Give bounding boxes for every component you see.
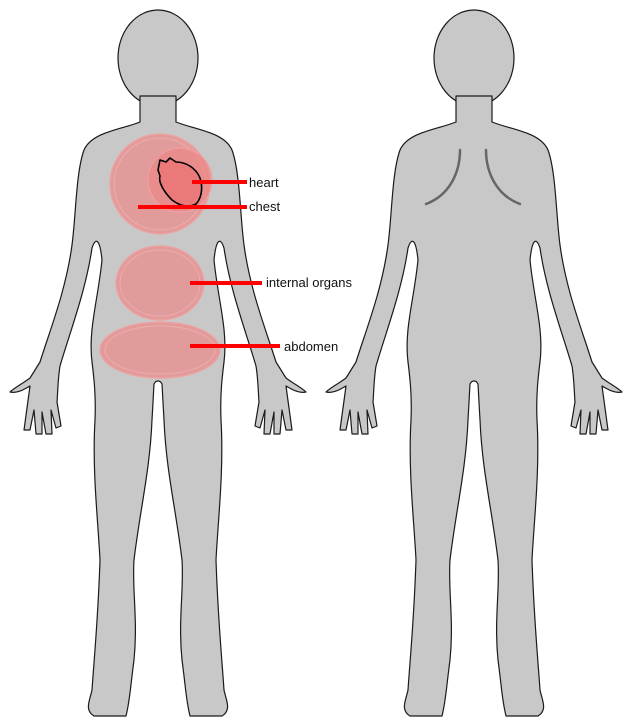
internal-organs-label: internal organs <box>266 275 352 290</box>
abdomen-region <box>100 322 220 378</box>
back-body-silhouette <box>326 10 622 716</box>
abdomen-label: abdomen <box>284 339 338 354</box>
heart-label: heart <box>249 175 279 190</box>
chest-label: chest <box>249 199 280 214</box>
